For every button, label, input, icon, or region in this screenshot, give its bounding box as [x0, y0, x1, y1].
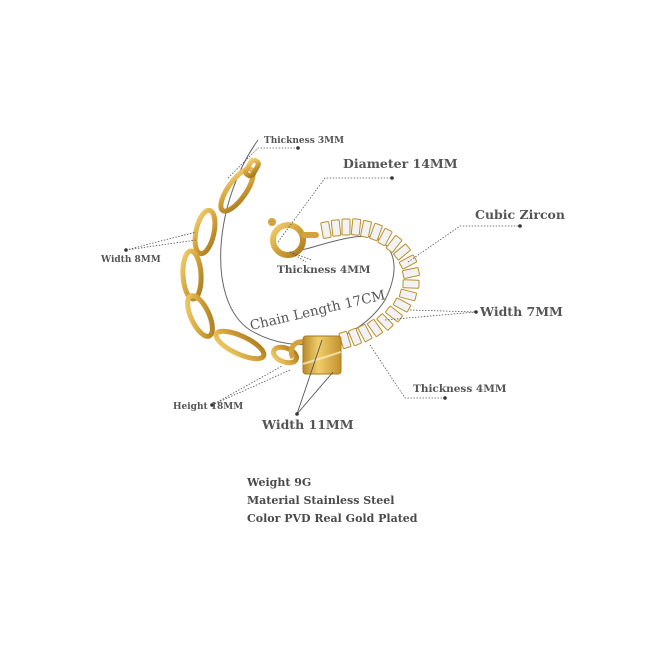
callout-dots — [124, 146, 522, 416]
spec-color: Color PVD Real Gold Plated — [247, 512, 418, 525]
callout-thickness-3mm: Thickness 3MM — [264, 136, 345, 146]
callout-thickness-zircon: Thickness 4MM — [413, 383, 507, 395]
callout-height-18mm: Height 18MM — [173, 402, 244, 412]
spec-weight: Weight 9G — [247, 476, 312, 489]
paperclip-chain — [180, 157, 300, 366]
spec-material: Material Stainless Steel — [247, 494, 395, 507]
callout-solid-lines — [296, 339, 334, 415]
callout-width-8mm: Width 8MM — [101, 255, 161, 265]
spring-ring-clasp — [268, 218, 319, 258]
callout-cubic-zircon: Cubic Zircon — [475, 207, 565, 222]
callout-width-11mm: Width 11MM — [262, 417, 354, 432]
lock-charm — [288, 335, 342, 375]
callout-thickness-clasp: Thickness 4MM — [277, 264, 371, 276]
zircon-tennis-chain — [320, 218, 420, 350]
callout-diameter: Diameter 14MM — [343, 156, 458, 171]
callout-width-7mm: Width 7MM — [480, 304, 563, 319]
callout-lines — [125, 147, 520, 406]
